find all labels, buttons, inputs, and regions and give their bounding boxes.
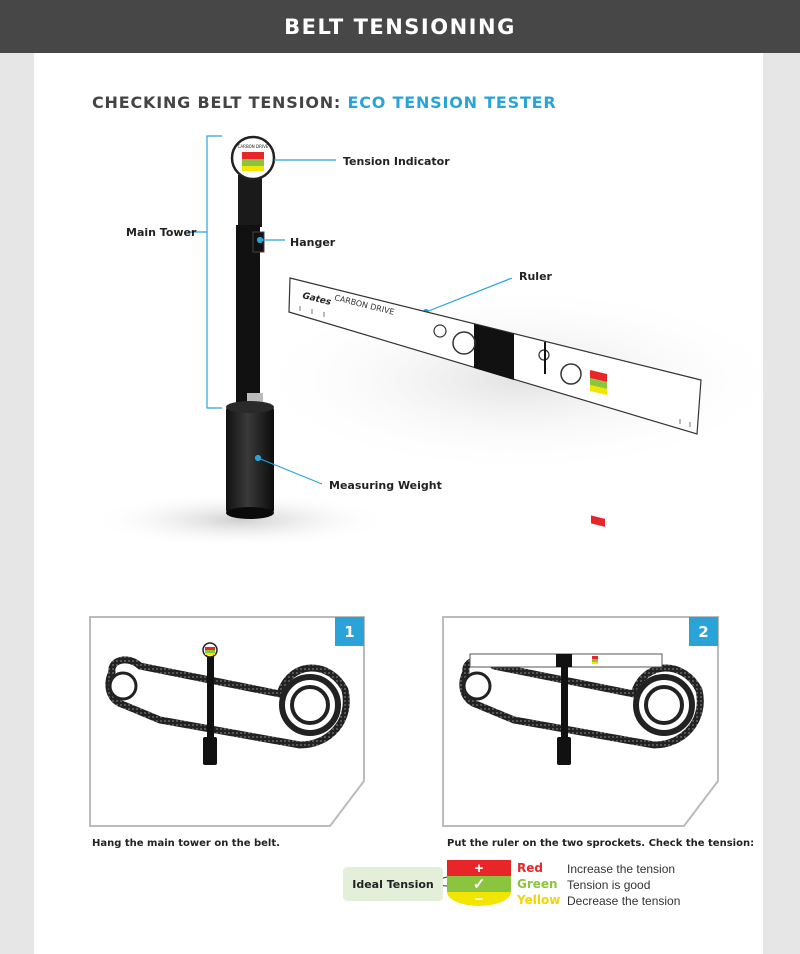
legend-yellow-description: Decrease the tension	[567, 894, 681, 908]
step-1-caption: Hang the main tower on the belt.	[92, 838, 280, 849]
hanger-label: Hanger	[290, 236, 336, 249]
green-swatch: ✓	[447, 876, 511, 893]
step-1-panel	[89, 616, 365, 827]
main-tower-label: Main Tower	[126, 226, 197, 239]
legend-red-description: Increase the tension	[567, 862, 676, 876]
page-header: BELT TENSIONING	[0, 0, 800, 53]
legend-red-name: Red	[517, 861, 543, 875]
red-swatch: +	[447, 860, 511, 877]
section-title: CHECKING BELT TENSION: ECO TENSION TESTE…	[92, 93, 557, 112]
callout-lines	[254, 159, 513, 485]
step-2-badge: 2	[689, 617, 718, 646]
ideal-tension-box: Ideal Tension	[343, 867, 443, 901]
main-tower-bracket	[188, 135, 222, 409]
tension-indicator-dial: CARBON DRIVE	[230, 135, 276, 181]
step-1-badge: 1	[335, 617, 364, 646]
step-2-panel	[442, 616, 719, 827]
legend-yellow-name: Yellow	[517, 893, 561, 907]
svg-text:CARBON DRIVE: CARBON DRIVE	[238, 144, 269, 149]
ruler-graphic: Gates CARBON DRIVE	[288, 277, 702, 527]
legend-green-description: Tension is good	[567, 878, 651, 892]
section-title-accent: ECO TENSION TESTER	[347, 93, 557, 112]
section-title-prefix: CHECKING BELT TENSION:	[92, 93, 342, 112]
main-tower	[226, 175, 274, 519]
step-2-caption: Put the ruler on the two sprockets. Chec…	[447, 838, 755, 849]
yellow-swatch: −	[447, 891, 511, 908]
ideal-tension-label: Ideal Tension	[352, 877, 434, 891]
measuring-weight-label: Measuring Weight	[329, 479, 442, 492]
ruler-label: Ruler	[519, 270, 552, 283]
legend-green-name: Green	[517, 877, 558, 891]
tower-shadow	[90, 492, 390, 548]
tension-indicator-label: Tension Indicator	[343, 155, 450, 168]
header-title: BELT TENSIONING	[284, 14, 516, 39]
